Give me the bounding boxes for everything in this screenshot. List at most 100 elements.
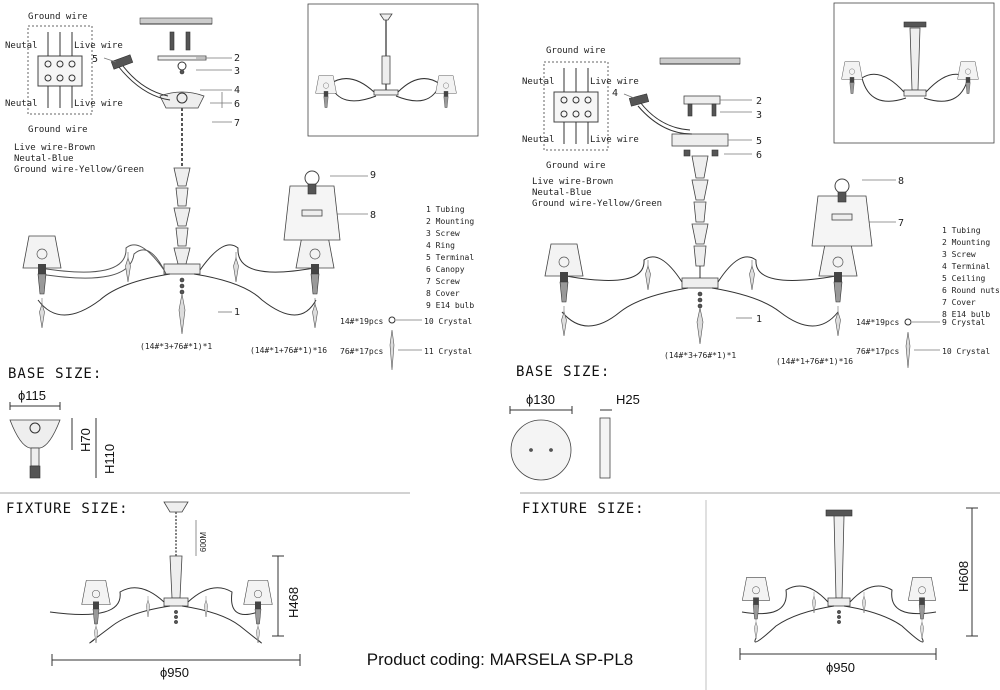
part-6: 6 Canopy [426, 265, 465, 274]
crystal-long-qty-right: 76#*17pcs [856, 347, 900, 356]
ground-wire-label-bottom: Ground wire [28, 125, 88, 135]
part-5: 5 Terminal [426, 253, 474, 262]
chain-arm-spec-left: (14#*1+76#*1)*16 [250, 346, 327, 355]
fixture-h-right: H608 [956, 561, 971, 592]
preview-box-right [833, 2, 995, 144]
legend-live: Live wire-Brown [14, 143, 95, 153]
callout-6-right: 6 [756, 150, 762, 161]
callout-9: 9 [370, 170, 376, 181]
callout-5: 5 [92, 54, 98, 65]
crystal-small-label-left: 10 Crystal [424, 317, 472, 326]
callout-2-right: 2 [756, 96, 762, 107]
fixture-size-title-left: FIXTURE SIZE: [6, 501, 129, 517]
crystal-small-icon-right [904, 318, 912, 326]
part-1-right: 1 Tubing [942, 226, 981, 235]
preview-box-left [307, 3, 479, 137]
canopy-drawing-left [9, 419, 61, 479]
legend-neutal: Neutal-Blue [14, 154, 74, 164]
part-3-right: 3 Screw [942, 250, 976, 259]
part-8: 8 Cover [426, 289, 460, 298]
base-size-title-left: BASE SIZE: [8, 366, 102, 382]
callout-1-right: 1 [756, 314, 762, 325]
live-wire-label-bottom: Live wire [74, 99, 123, 109]
ceiling-mount-left [110, 17, 213, 109]
live-wire-label-top-right: Live wire [590, 77, 639, 87]
base-dia-right: ϕ130 [526, 392, 555, 407]
callout-7-right: 7 [898, 218, 904, 229]
base-h-right: H25 [616, 392, 640, 407]
callout-8-right: 8 [898, 176, 904, 187]
callout-4-right: 4 [612, 88, 618, 99]
base-plate-side-right [599, 417, 611, 479]
crystal-long-icon [389, 329, 395, 371]
legend-ground: Ground wire-Yellow/Green [14, 165, 144, 175]
part-5-right: 5 Ceiling [942, 274, 986, 283]
base-h110: H110 [102, 444, 117, 474]
callout-3: 3 [234, 66, 240, 77]
crystal-long-qty-left: 76#*17pcs [340, 347, 384, 356]
crystal-small-qty-left: 14#*19pcs [340, 317, 384, 326]
part-8-right: 8 E14 bulb [942, 310, 990, 319]
neutal-label-top-right: Neutal [522, 77, 555, 87]
live-wire-label-top: Live wire [74, 41, 123, 51]
neutal-label-top: Neutal [5, 41, 38, 51]
crystal-small-qty-right: 14#*19pcs [856, 318, 900, 327]
parts-list-right: 1 Tubing 2 Mounting 3 Screw 4 Terminal 5… [942, 226, 1000, 319]
fixture-chain-left: 600M [199, 532, 208, 552]
callout-1: 1 [234, 307, 240, 318]
callout-lines-right [623, 93, 896, 319]
ground-wire-label-top-right: Ground wire [546, 46, 606, 56]
parts-list-left: 1 Tubing 2 Mounting 3 Screw 4 Ring 5 Ter… [426, 205, 474, 310]
neutal-label-bottom: Neutal [5, 99, 38, 109]
callout-2: 2 [234, 53, 240, 64]
fixture-w-right: ϕ950 [826, 660, 855, 675]
part-7-right: 7 Cover [942, 298, 976, 307]
callout-6: 6 [234, 99, 240, 110]
chandelier-exploded-left [22, 108, 341, 335]
fixture-h-left: H468 [286, 587, 301, 618]
base-h70: H70 [78, 428, 93, 452]
crystal-long-label-right: 10 Crystal [942, 347, 990, 356]
legend-neutal-right: Neutal-Blue [532, 188, 592, 198]
part-3: 3 Screw [426, 229, 460, 238]
crystal-long-icon-right [905, 331, 911, 369]
crystal-small-icon [388, 316, 396, 324]
fixture-w-left: ϕ950 [160, 665, 189, 680]
base-size-title-right: BASE SIZE: [516, 364, 610, 380]
callout-lines-left [103, 57, 368, 313]
legend-live-right: Live wire-Brown [532, 177, 613, 187]
part-4: 4 Ring [426, 241, 455, 250]
crystal-long-label-left: 11 Crystal [424, 347, 472, 356]
base-dia-left: ϕ115 [18, 388, 46, 403]
fixture-size-title-right: FIXTURE SIZE: [522, 501, 645, 517]
left-panel: Ground wire Neutal Live wire Neutal Live… [0, 3, 479, 680]
chain-arm-spec-right: (14#*1+76#*1)*16 [776, 357, 853, 366]
right-panel: Ground wire Neutal Live wire Neutal Live… [509, 2, 1000, 690]
callout-3-right: 3 [756, 110, 762, 121]
callout-7: 7 [234, 118, 240, 129]
part-2-right: 2 Mounting [942, 238, 990, 247]
live-wire-label-bottom-right: Live wire [590, 135, 639, 145]
legend-ground-right: Ground wire-Yellow/Green [532, 199, 662, 209]
chain-top-spec-left: (14#*3+76#*1)*1 [140, 342, 212, 351]
fixture-drawing-right [741, 509, 937, 643]
product-coding: Product coding: MARSELA SP-PL8 [366, 650, 634, 669]
ground-wire-label-bottom-right: Ground wire [546, 161, 606, 171]
neutal-label-bottom-right: Neutal [522, 135, 555, 145]
part-9: 9 E14 bulb [426, 301, 474, 310]
fixture-drawing-left [49, 501, 273, 644]
part-2: 2 Mounting [426, 217, 474, 226]
base-plate-right [510, 419, 572, 481]
callout-4: 4 [234, 85, 240, 96]
callout-8: 8 [370, 210, 376, 221]
part-7: 7 Screw [426, 277, 460, 286]
callout-5-right: 5 [756, 136, 762, 147]
chain-top-spec-right: (14#*3+76#*1)*1 [664, 351, 736, 360]
crystal-small-label-right: 9 Crystal [942, 318, 986, 327]
ground-wire-label-top: Ground wire [28, 12, 88, 22]
part-6-right: 6 Round nuts [942, 286, 1000, 295]
chandelier-exploded-right [544, 155, 873, 345]
part-1: 1 Tubing [426, 205, 465, 214]
part-4-right: 4 Terminal [942, 262, 990, 271]
